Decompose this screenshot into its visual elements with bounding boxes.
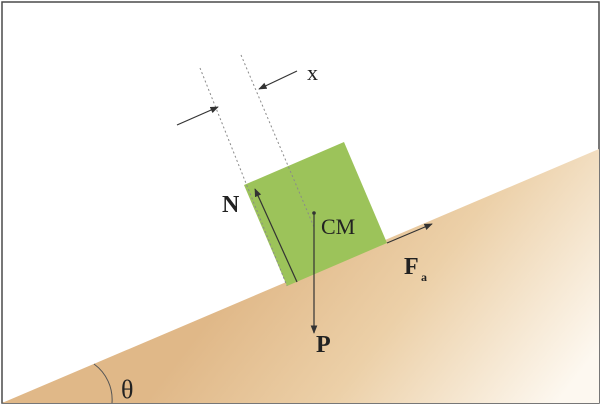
displacement-arrow-left xyxy=(176,106,219,126)
friction-force-arrow xyxy=(386,223,433,244)
center-of-mass-label: CM xyxy=(321,214,355,239)
weight-label: P xyxy=(316,332,331,358)
displacement-arrow-right xyxy=(258,70,298,90)
friction-force-subscript: a xyxy=(421,270,427,284)
friction-force-label: F xyxy=(404,254,419,280)
normal-force-arrow xyxy=(254,188,298,283)
displacement-label: x xyxy=(307,60,318,85)
angle-label: θ xyxy=(121,375,133,404)
center-of-mass-dot xyxy=(312,211,316,215)
guide-line-contact xyxy=(199,67,288,287)
block xyxy=(244,142,387,286)
angle-arc-icon xyxy=(93,363,113,404)
normal-force-label: N xyxy=(222,192,240,218)
